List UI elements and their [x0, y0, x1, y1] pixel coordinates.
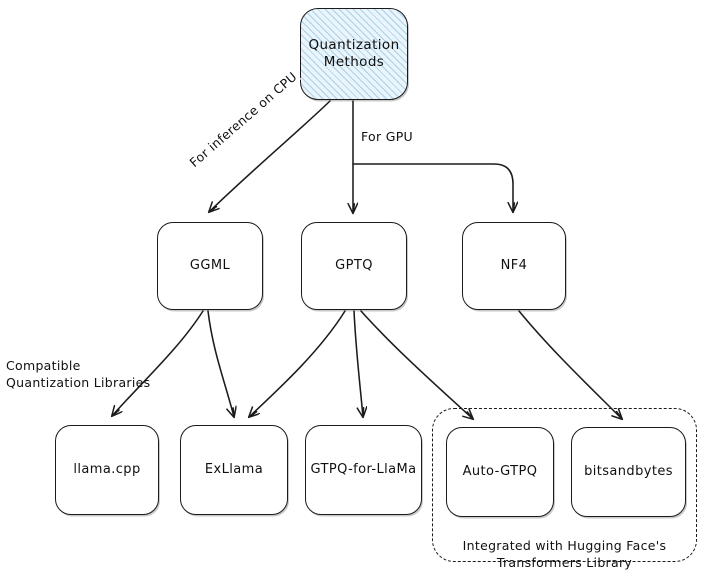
- edge-ggml-to-llamacpp: [112, 310, 204, 416]
- node-label-bitsandbytes: bitsandbytes: [584, 463, 673, 479]
- node-ggml[interactable]: GGML: [157, 222, 263, 310]
- node-label-exllama: ExLlama: [204, 461, 264, 477]
- group-caption-text: Integrated with Hugging Face's Transform…: [462, 537, 667, 570]
- node-label-gptq: GPTQ: [335, 257, 373, 273]
- edge-label-for-gpu: For GPU: [359, 129, 415, 144]
- node-label-gptq-for-llama: GTPQ-for-LlaMa: [310, 461, 417, 477]
- node-bitsandbytes[interactable]: bitsandbytes: [571, 427, 686, 517]
- group-huggingface-transformers: [432, 408, 697, 562]
- edge-root-to-ggml: [209, 100, 331, 212]
- node-label-ggml: GGML: [189, 257, 231, 273]
- node-llama-cpp[interactable]: llama.cpp: [55, 425, 159, 515]
- edge-root-to-nf4: [352, 163, 513, 212]
- annotation-compatible-quantization-libraries: Compatible Quantization Libraries: [6, 341, 150, 392]
- edge-nf4-to-bitsandbytes: [518, 310, 622, 419]
- node-quantization-methods[interactable]: Quantization Methods: [300, 8, 408, 100]
- node-label-nf4: NF4: [500, 257, 528, 273]
- edge-label-gpu-text: For GPU: [361, 129, 413, 144]
- edge-gptq-to-exllama: [249, 310, 346, 417]
- annotation-compatible-libraries-text: Compatible Quantization Libraries: [6, 357, 151, 390]
- node-label-quantization-methods: Quantization Methods: [308, 37, 400, 70]
- group-caption-huggingface-transformers: Integrated with Hugging Face's Transform…: [436, 521, 693, 572]
- edge-gptq-to-autogptq: [360, 310, 473, 419]
- node-nf4[interactable]: NF4: [462, 222, 566, 310]
- node-gptq-for-llama[interactable]: GTPQ-for-LlaMa: [305, 425, 422, 515]
- edge-ggml-to-exllama: [207, 310, 234, 417]
- node-label-auto-gptq: Auto-GTPQ: [462, 463, 538, 479]
- node-auto-gptq[interactable]: Auto-GTPQ: [446, 427, 554, 517]
- node-gptq[interactable]: GPTQ: [301, 222, 407, 310]
- edge-gptq-to-gptqforllama: [353, 310, 363, 417]
- node-label-llama-cpp: llama.cpp: [73, 461, 141, 477]
- node-exllama[interactable]: ExLlama: [180, 425, 288, 515]
